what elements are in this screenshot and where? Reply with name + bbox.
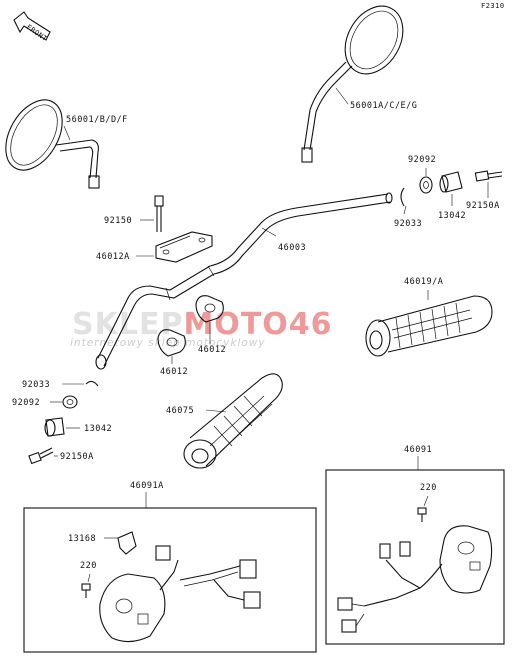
clamp-bolt: [154, 195, 164, 232]
holder-lower-left: [157, 329, 186, 357]
label-grip-right: 46019/A: [404, 277, 443, 287]
mirror-right: [301, 5, 404, 163]
switch-left-screw: [81, 583, 91, 598]
grip-left: [183, 373, 283, 469]
label-weight-left: 13042: [84, 424, 112, 434]
circlip-left: [85, 380, 99, 387]
label-switch-right-screw: 220: [420, 483, 437, 493]
switch-left-box: [23, 507, 317, 653]
front-arrow-icon: FRONT: [13, 11, 51, 43]
switch-right-screw: [417, 507, 427, 522]
label-mirror-right: 56001A/C/E/G: [350, 101, 417, 111]
label-circlip-left: 92033: [22, 380, 50, 390]
switch-left-clip: [117, 531, 137, 555]
handlebar: [95, 192, 393, 370]
screw-left: [28, 447, 54, 465]
switch-left-housing: [99, 545, 261, 643]
switch-right-box: [325, 469, 505, 645]
watermark: SKLEPMOTO46 internetowy sklep motocyklow…: [70, 307, 333, 349]
label-switch-left: 46091A: [130, 481, 164, 491]
ring-top: [419, 176, 433, 194]
label-holder-lower-left: 46012: [160, 367, 188, 377]
holder-lower-right: [195, 295, 224, 323]
label-grip-left: 46075: [166, 406, 194, 416]
front-label: FRONT: [25, 23, 49, 43]
watermark-brand-right: MOTO: [183, 307, 288, 342]
label-holder-upper: 46012A: [96, 252, 130, 262]
label-ring-top: 92092: [408, 155, 436, 165]
switch-right-housing: [337, 525, 493, 633]
watermark-brand-number: 46: [289, 307, 333, 342]
label-handlebar: 46003: [278, 243, 306, 253]
grip-right: [365, 295, 493, 357]
figure-code: F2310: [481, 2, 505, 10]
label-screw-top: 92150A: [466, 201, 500, 211]
label-holder-lower-right: 46012: [198, 345, 226, 355]
ring-left: [62, 395, 78, 409]
weight-left: [44, 417, 65, 437]
watermark-tagline: internetowy sklep motocyklowy: [70, 337, 266, 349]
watermark-brand-left: SKLEP: [72, 307, 183, 342]
screw-top: [474, 170, 503, 182]
label-switch-right: 46091: [404, 445, 432, 455]
weight-top: [439, 171, 463, 193]
label-clamp-bolt: 92150: [104, 216, 132, 226]
holder-upper: [155, 231, 213, 263]
label-circlip-top: 92033: [394, 219, 422, 229]
svg-text:SKLEPMOTO46: SKLEPMOTO46: [72, 307, 333, 342]
circlip-top: [400, 187, 405, 207]
mirror-left: [5, 99, 100, 189]
label-ring-left: 92092: [12, 398, 40, 408]
label-weight-top: 13042: [438, 211, 466, 221]
label-screw-left: 92150A: [60, 452, 94, 462]
label-mirror-left: 56001/B/D/F: [66, 115, 128, 125]
label-switch-left-clip: 13168: [68, 534, 96, 544]
label-switch-left-screw: 220: [80, 561, 97, 571]
